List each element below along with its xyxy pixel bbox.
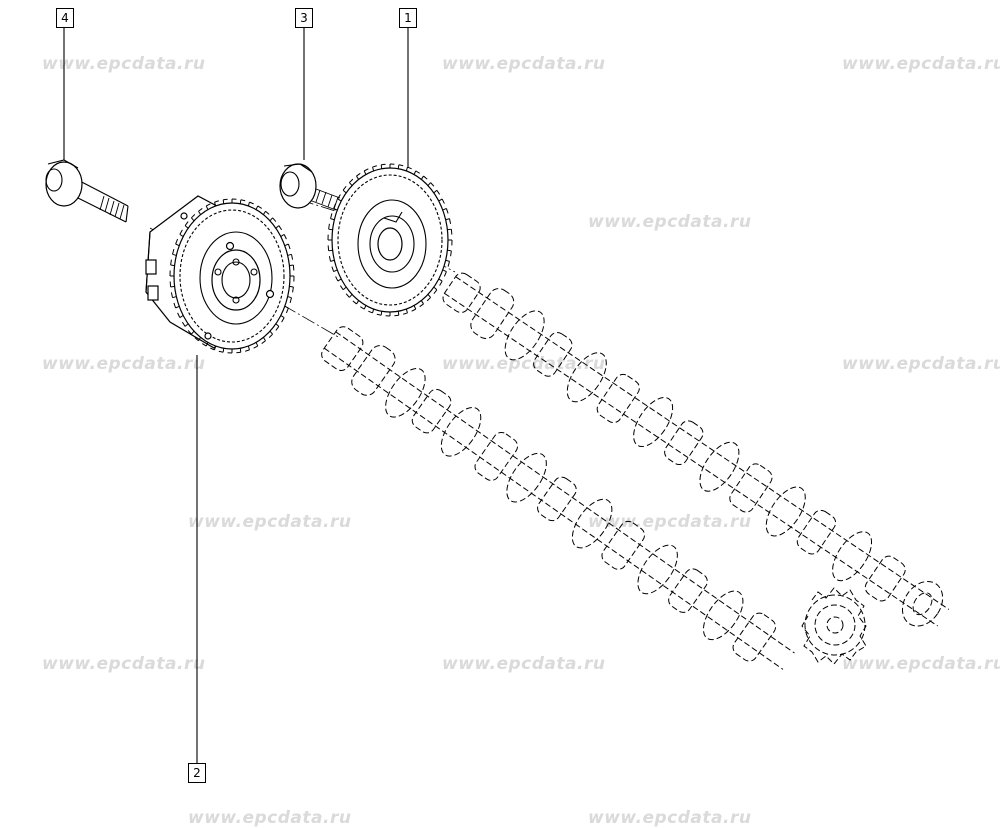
phaser-bolt (46, 160, 128, 222)
camshaft-sprocket (332, 168, 448, 312)
callout-2: 2 (188, 763, 206, 783)
callout-1: 1 (399, 8, 417, 28)
leader-lines (64, 27, 408, 763)
camshaft-end-gear (802, 588, 866, 664)
sprocket-bolt (280, 164, 340, 210)
callout-3: 3 (295, 8, 313, 28)
upper-camshaft (434, 262, 959, 641)
callout-4: 4 (56, 8, 74, 28)
lower-camshaft (314, 317, 805, 684)
camshaft-phaser (146, 196, 290, 349)
